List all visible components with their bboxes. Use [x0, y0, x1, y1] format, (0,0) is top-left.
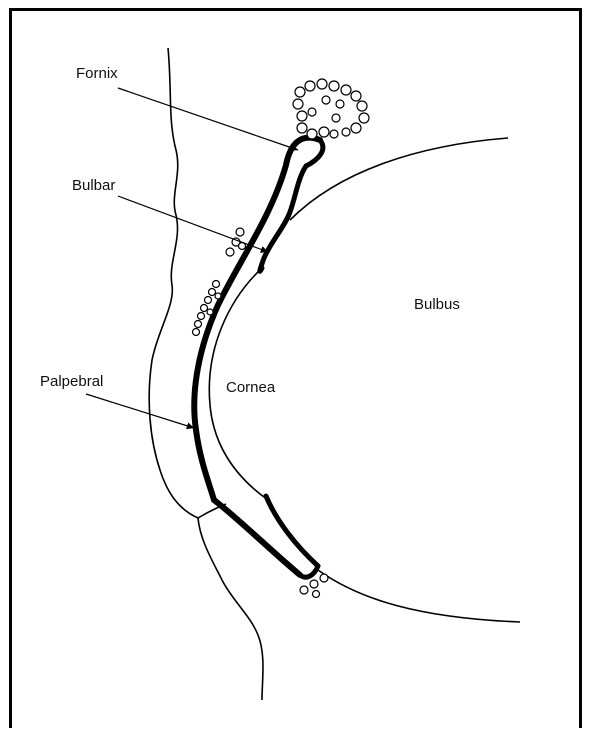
bulbus-lower-outline — [318, 570, 520, 622]
fornix-pointer-arrow — [118, 88, 298, 150]
fornix-gland-cluster — [293, 79, 369, 139]
label-fornix: Fornix — [76, 65, 118, 82]
label-cornea: Cornea — [226, 379, 276, 396]
label-bulbus: Bulbus — [414, 296, 460, 313]
palpebral-pointer-arrow — [86, 394, 194, 428]
label-bulbar: Bulbar — [72, 177, 115, 194]
lower-eyelid-contour — [198, 518, 263, 700]
bulbar-pointer-arrow — [118, 196, 268, 252]
label-palpebral: Palpebral — [40, 373, 103, 390]
eyelid-skin-contour — [149, 48, 198, 518]
lower-sac-bottom — [300, 566, 318, 577]
